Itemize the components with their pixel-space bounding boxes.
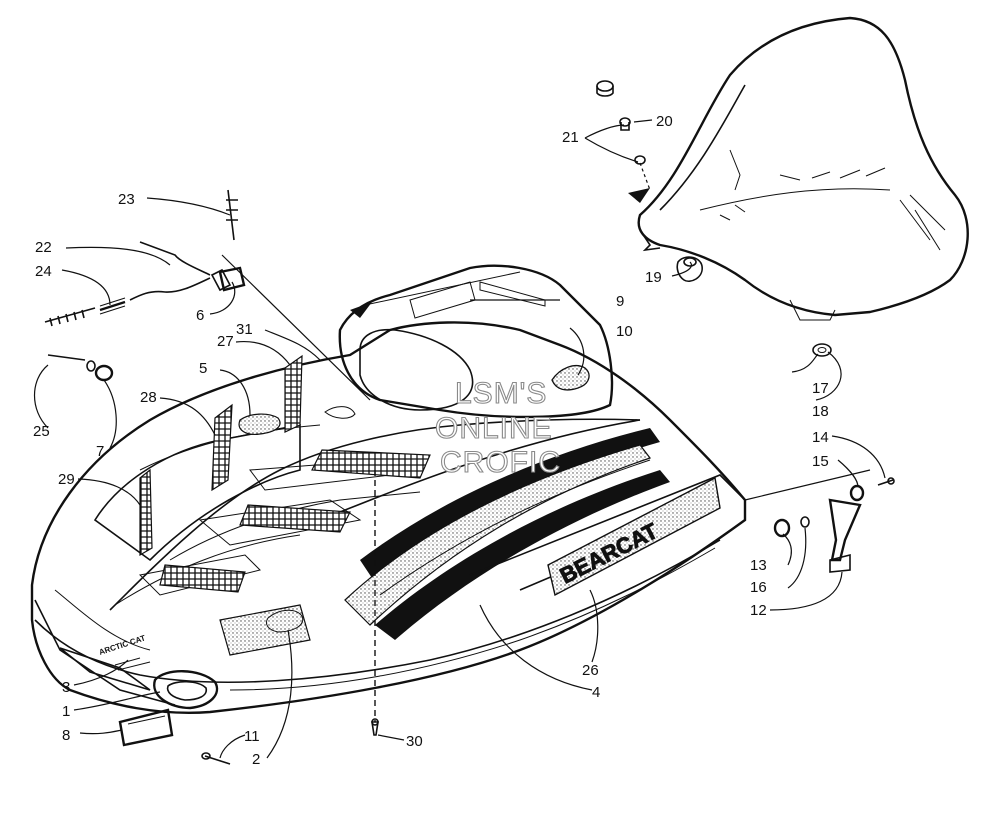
callout-20: 20 bbox=[656, 113, 673, 130]
cable-assembly bbox=[44, 189, 246, 382]
callout-24: 24 bbox=[35, 263, 52, 280]
callout-4: 4 bbox=[592, 684, 600, 701]
callout-25: 25 bbox=[33, 423, 50, 440]
mesh-decal-upper bbox=[311, 449, 431, 479]
callout-10: 10 bbox=[616, 323, 633, 340]
callout-11: 11 bbox=[244, 728, 260, 745]
watermark-line-3: CROFIC bbox=[440, 446, 561, 479]
callout-5: 5 bbox=[199, 360, 207, 377]
emblem bbox=[324, 406, 356, 419]
callout-7: 7 bbox=[96, 443, 104, 460]
callout-8: 8 bbox=[62, 727, 70, 744]
front-brand-text: ARCTIC CAT bbox=[98, 633, 147, 657]
callout-30: 30 bbox=[406, 733, 423, 750]
callout-28: 28 bbox=[140, 389, 157, 406]
callout-6: 6 bbox=[196, 307, 204, 324]
callout-15: 15 bbox=[812, 453, 829, 470]
screw-11 bbox=[201, 752, 231, 765]
callout-13: 13 bbox=[750, 557, 767, 574]
callout-9: 9 bbox=[616, 293, 624, 310]
bracket-8 bbox=[118, 708, 174, 747]
windshield-hardware bbox=[596, 80, 832, 357]
callout-27: 27 bbox=[217, 333, 234, 350]
watermark: LSM'S ONLINE CROFIC bbox=[434, 376, 561, 479]
mount-bracket bbox=[744, 469, 895, 573]
callout-19: 19 bbox=[645, 269, 662, 286]
screw-30 bbox=[371, 470, 379, 736]
watermark-line-1: LSM'S bbox=[455, 377, 547, 410]
vent-mesh-decals bbox=[139, 354, 431, 593]
windshield bbox=[637, 16, 969, 321]
callout-labels: 23 22 24 6 31 27 5 28 29 25 7 9 10 21 20… bbox=[33, 113, 829, 768]
callout-31: 31 bbox=[236, 321, 253, 338]
callout-16: 16 bbox=[750, 579, 767, 596]
callout-17: 17 bbox=[812, 380, 829, 397]
callout-26: 26 bbox=[582, 662, 599, 679]
mesh-decal-lower bbox=[159, 564, 246, 593]
callout-21: 21 bbox=[562, 129, 579, 146]
callout-23: 23 bbox=[118, 191, 135, 208]
headlight bbox=[59, 647, 219, 710]
callout-1: 1 bbox=[62, 703, 70, 720]
decal-5 bbox=[238, 413, 281, 435]
callout-29: 29 bbox=[58, 471, 75, 488]
callout-12: 12 bbox=[750, 602, 767, 619]
callout-14: 14 bbox=[812, 429, 829, 446]
decal-2 bbox=[219, 604, 311, 656]
watermark-line-2: ONLINE bbox=[435, 412, 553, 445]
leader-lines bbox=[34, 119, 886, 759]
mesh-decal-29 bbox=[139, 468, 153, 557]
callout-22: 22 bbox=[35, 239, 52, 256]
mesh-decal-31 bbox=[284, 354, 303, 433]
callout-18: 18 bbox=[812, 403, 829, 420]
mesh-decal-middle bbox=[239, 504, 351, 533]
callout-2: 2 bbox=[252, 751, 260, 768]
mesh-decal-28 bbox=[211, 403, 233, 492]
callout-3: 3 bbox=[62, 679, 70, 696]
